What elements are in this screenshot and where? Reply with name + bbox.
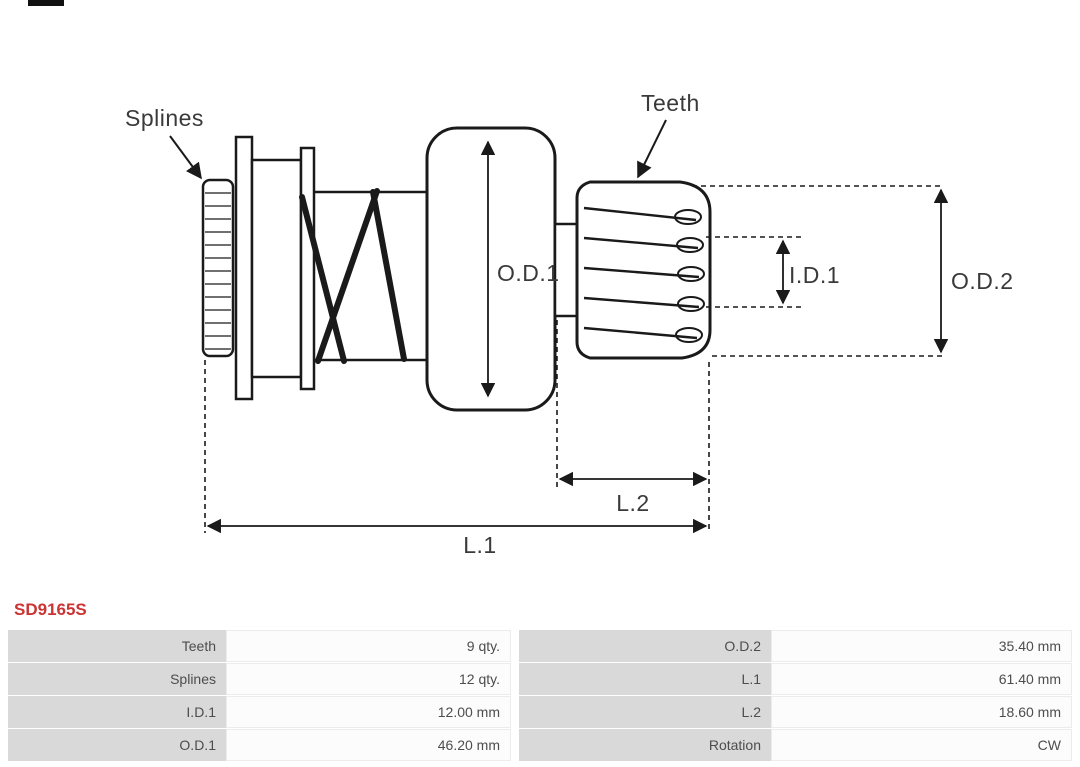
spec-label-cell: L.1 bbox=[519, 663, 771, 695]
spec-value-cell: 12 qty. bbox=[226, 663, 511, 695]
spec-row: Splines 12 qty. L.1 61.40 mm bbox=[8, 663, 1072, 695]
column-gap bbox=[511, 630, 519, 662]
spline-shaft bbox=[201, 178, 235, 358]
label-od1: O.D.1 bbox=[497, 260, 560, 286]
spec-label-cell: O.D.1 bbox=[8, 729, 226, 761]
technical-diagram: Splines Teeth O.D.1 I.D.1 O.D.2 L.2 L.1 bbox=[28, 0, 1014, 558]
spec-value-cell: CW bbox=[771, 729, 1072, 761]
dimension-arrows bbox=[206, 140, 949, 534]
spec-row: O.D.1 46.20 mm Rotation CW bbox=[8, 729, 1072, 761]
spec-label-cell: Splines bbox=[8, 663, 226, 695]
spec-row: Teeth 9 qty. O.D.2 35.40 mm bbox=[8, 630, 1072, 662]
spec-value-cell: 61.40 mm bbox=[771, 663, 1072, 695]
flange-discs bbox=[234, 135, 316, 401]
drive-assembly bbox=[201, 126, 712, 412]
spring bbox=[299, 188, 407, 364]
spec-label-cell: L.2 bbox=[519, 696, 771, 728]
spec-value-cell: 35.40 mm bbox=[771, 630, 1072, 662]
column-gap bbox=[511, 696, 519, 728]
logo-mark bbox=[28, 0, 64, 6]
gear-teeth bbox=[583, 206, 705, 343]
spec-label-cell: O.D.2 bbox=[519, 630, 771, 662]
spec-value-cell: 9 qty. bbox=[226, 630, 511, 662]
label-l2: L.2 bbox=[616, 490, 649, 516]
spec-value-cell: 18.60 mm bbox=[771, 696, 1072, 728]
extension-lines bbox=[204, 185, 944, 533]
column-gap bbox=[511, 729, 519, 761]
spec-label-cell: Rotation bbox=[519, 729, 771, 761]
part-number: SD9165S bbox=[14, 600, 87, 619]
spec-value-cell: 12.00 mm bbox=[226, 696, 511, 728]
label-teeth: Teeth bbox=[641, 90, 700, 116]
teeth-leader bbox=[637, 119, 667, 179]
pinion-gear bbox=[575, 180, 712, 360]
spec-value-cell: 46.20 mm bbox=[226, 729, 511, 761]
label-id1: I.D.1 bbox=[789, 262, 840, 288]
spec-label-cell: I.D.1 bbox=[8, 696, 226, 728]
spec-row: I.D.1 12.00 mm L.2 18.60 mm bbox=[8, 696, 1072, 728]
label-od2: O.D.2 bbox=[951, 268, 1014, 294]
splines-leader bbox=[169, 135, 202, 180]
spec-table: Teeth 9 qty. O.D.2 35.40 mm Splines 12 q… bbox=[8, 630, 1072, 761]
spec-label-cell: Teeth bbox=[8, 630, 226, 662]
label-l1: L.1 bbox=[463, 532, 496, 558]
label-splines: Splines bbox=[125, 105, 204, 131]
column-gap bbox=[511, 663, 519, 695]
leader-arrows bbox=[169, 119, 667, 180]
